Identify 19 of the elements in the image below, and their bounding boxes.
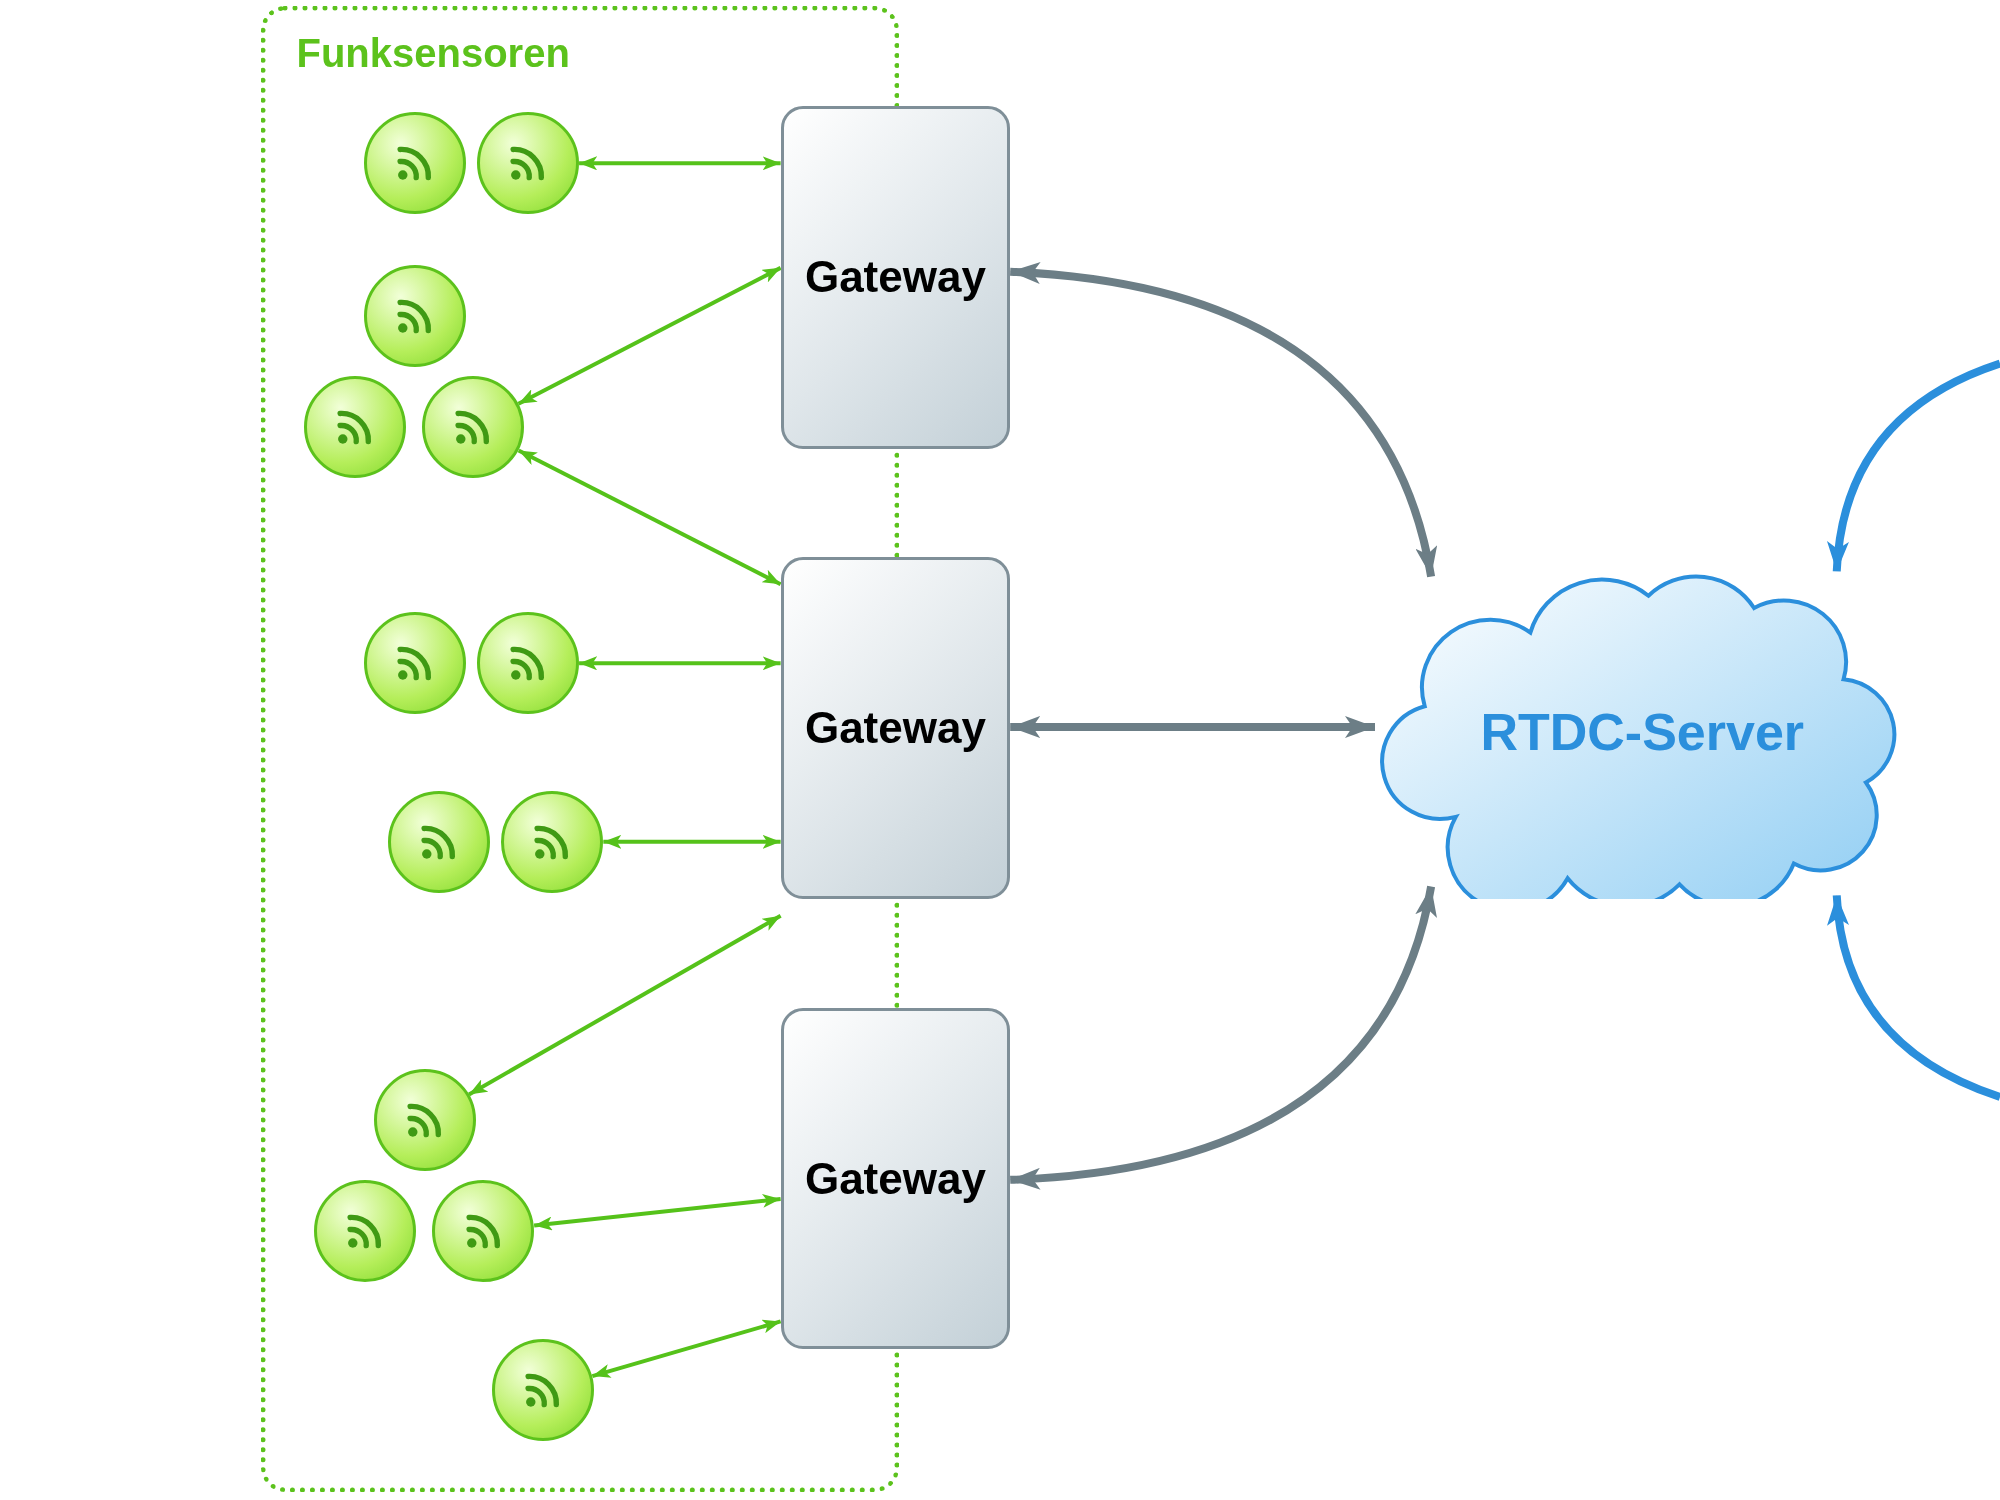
double-arrow [1009,885,1436,1189]
gateway-label: Gateway [804,1152,986,1205]
gateway-box [780,105,1011,449]
double-arrow [468,914,782,1097]
double-arrow [1009,262,1436,578]
group-title: Funksensoren [296,33,570,74]
double-arrow [517,448,782,586]
gateway-box [780,1007,1011,1350]
double-arrow [579,656,781,671]
double-arrow [603,834,781,849]
arrow [1828,895,2000,1101]
gateway-box [780,557,1011,900]
double-arrow [517,266,782,406]
double-arrow [579,156,781,171]
double-arrow [533,1193,781,1231]
server-label: RTDC-Server [1480,702,1805,764]
gateway-label: Gateway [804,702,986,755]
double-arrow [591,1319,782,1378]
gateway-label: Gateway [804,251,986,304]
